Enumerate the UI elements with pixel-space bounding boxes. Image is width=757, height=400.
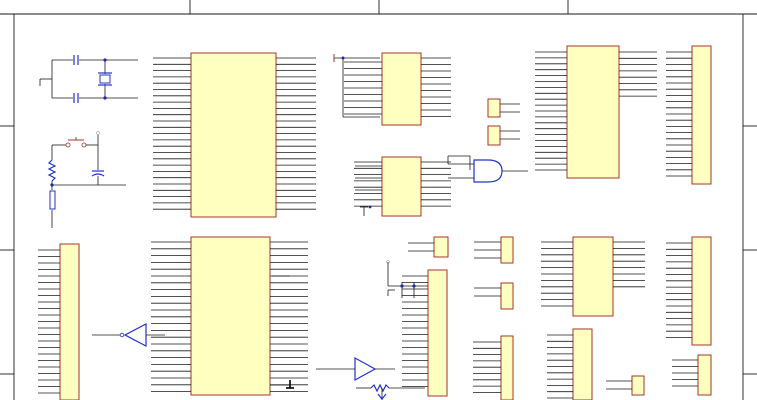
crystal-oscillator-icon <box>98 72 112 86</box>
connector-small <box>500 236 514 264</box>
resistor-block <box>487 98 501 118</box>
buffer-triangle-icon <box>316 356 395 382</box>
header-connector-small <box>697 354 712 396</box>
capacitor-icon <box>73 93 79 103</box>
eeprom-chip <box>572 236 614 317</box>
header-connector-right <box>691 236 712 346</box>
connector-small <box>500 282 514 310</box>
resistor-icon <box>49 190 56 210</box>
ic-packages <box>59 45 712 400</box>
reset-circuit <box>47 131 126 228</box>
pin-wires <box>38 51 698 399</box>
memory-chip <box>566 45 620 179</box>
resistor-block <box>487 125 501 146</box>
resistor-icon <box>47 159 57 182</box>
capacitor-icon <box>91 170 105 177</box>
and-gate-icon <box>447 155 528 183</box>
connector-small <box>631 375 645 396</box>
ground-symbol-icon <box>386 260 428 298</box>
buffer-triangle-icon <box>92 323 165 347</box>
header-connector-lower <box>572 328 593 400</box>
latch-chip <box>381 156 422 217</box>
header-connector-top <box>691 45 712 185</box>
jumper-block <box>433 236 449 258</box>
misc-wires <box>270 54 380 389</box>
header-connector-left <box>59 243 80 400</box>
mcu-chip-top <box>190 52 277 218</box>
push-button-switch-icon <box>65 137 87 148</box>
crystal-oscillator-circuit <box>39 55 138 103</box>
connector-small <box>500 335 514 400</box>
capacitor-icon <box>73 55 79 65</box>
mcu-chip-bottom <box>190 236 271 396</box>
resistor-icon <box>356 383 425 400</box>
header-connector-middle <box>427 269 448 397</box>
buffer-chip-top <box>381 52 422 126</box>
